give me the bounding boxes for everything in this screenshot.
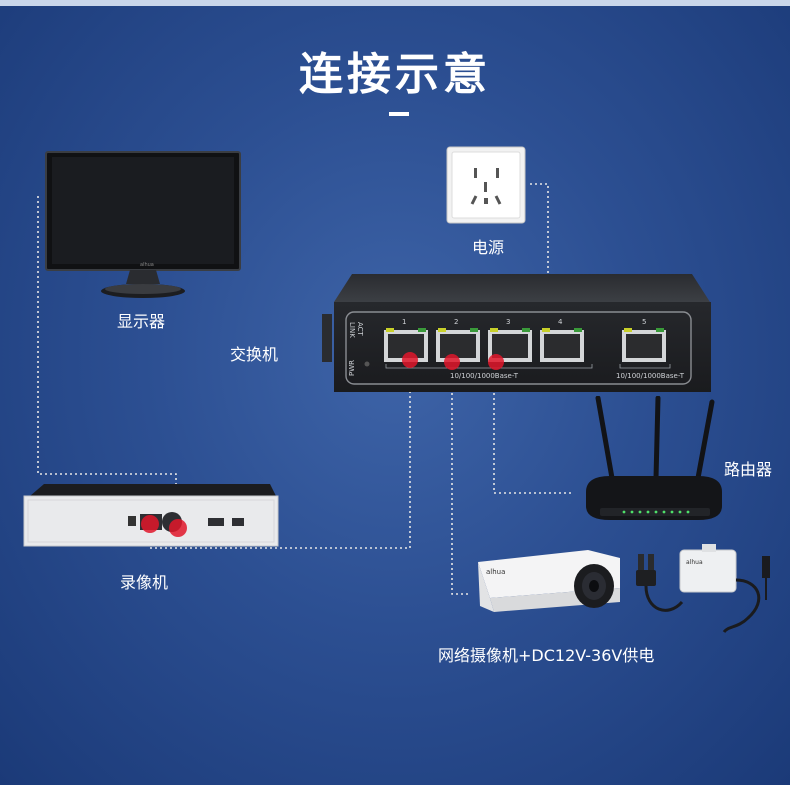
power-socket bbox=[446, 146, 526, 224]
wire-power-switch bbox=[530, 183, 549, 276]
label-router: 路由器 bbox=[724, 460, 773, 479]
port-number: 3 bbox=[506, 318, 510, 326]
page-title: 连接示意 bbox=[299, 49, 491, 100]
speed-label-port-5: 10/100/1000Base-T bbox=[616, 372, 685, 380]
nvr-recorder bbox=[23, 484, 279, 547]
network-camera: alhua bbox=[478, 550, 620, 612]
top-bar bbox=[0, 0, 790, 6]
connector-dot bbox=[444, 354, 460, 370]
connector-dot bbox=[488, 354, 504, 370]
wire-switch-camera bbox=[451, 368, 468, 595]
label-monitor: 显示器 bbox=[117, 312, 166, 331]
port-number: 4 bbox=[558, 318, 563, 326]
label-power: 电源 bbox=[472, 238, 505, 257]
port-number: 1 bbox=[402, 318, 406, 326]
port-5: 5 bbox=[622, 318, 666, 362]
monitor: alhua bbox=[45, 151, 241, 298]
port-number: 2 bbox=[454, 318, 458, 326]
link-label: LINK bbox=[348, 322, 356, 338]
connector-dot bbox=[141, 515, 159, 533]
title-underline bbox=[389, 112, 409, 116]
wire-switch-router bbox=[493, 368, 574, 494]
monitor-brand: alhua bbox=[140, 262, 154, 268]
router bbox=[586, 396, 722, 520]
port-4: 4 bbox=[540, 318, 584, 362]
connector-dot bbox=[169, 519, 187, 537]
network-switch: LINK ACT PWR 1 2 3 4 5 bbox=[322, 274, 711, 392]
camera-brand: alhua bbox=[486, 568, 505, 576]
wire-nvr-switch bbox=[150, 368, 411, 549]
poe-power-adapter: alhua bbox=[636, 544, 770, 634]
speed-label-ports-1-4: 10/100/1000Base-T bbox=[450, 372, 519, 380]
label-camera: 网络摄像机+DC12V-36V供电 bbox=[438, 646, 655, 665]
label-switch: 交换机 bbox=[230, 345, 279, 364]
port-2: 2 bbox=[436, 318, 480, 362]
pwr-label: PWR bbox=[348, 360, 356, 376]
act-label: ACT bbox=[356, 322, 364, 337]
connector-dot bbox=[402, 352, 418, 368]
port-number: 5 bbox=[642, 318, 646, 326]
label-nvr: 录像机 bbox=[120, 573, 169, 592]
adapter-brand: alhua bbox=[686, 559, 703, 566]
